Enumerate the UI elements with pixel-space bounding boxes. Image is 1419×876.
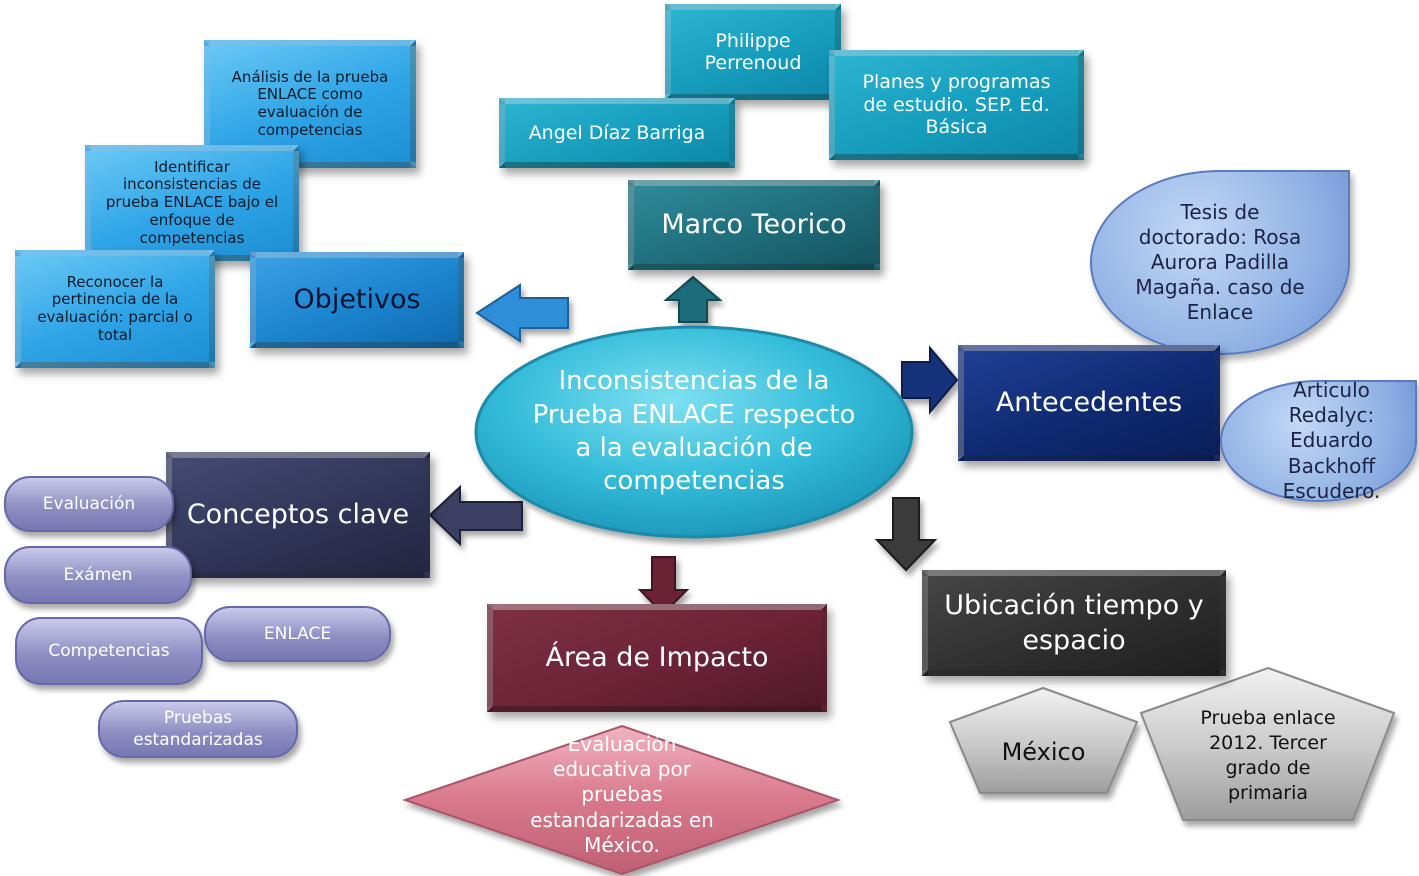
objetivo-reconocer: Reconocer la pertinencia de la evaluació… <box>15 250 215 368</box>
impacto-diamond <box>401 724 842 876</box>
arrow-to-antecedentes <box>901 345 959 415</box>
concepto-evaluacion: Evaluación <box>4 476 174 532</box>
center-topic: Inconsistencias de la Prueba ENLACE resp… <box>532 366 856 497</box>
impacto-node: Área de Impacto <box>487 604 827 712</box>
marco-diaz-barriga: Angel Díaz Barriga <box>499 98 735 168</box>
concepto-enlace: ENLACE <box>204 606 391 662</box>
arrow-to-impacto <box>637 556 690 616</box>
arrow-to-marco <box>663 275 723 323</box>
objetivos-node: Objetivos <box>250 252 464 348</box>
concepto-pruebas: Pruebas estandarizadas <box>98 700 298 758</box>
prueba-pentagon <box>1139 666 1396 821</box>
marco-planes: Planes y programas de estudio. SEP. Ed. … <box>829 50 1084 160</box>
antecedentes-node: Antecedentes <box>958 345 1220 461</box>
conceptos-node: Conceptos clave <box>166 452 430 578</box>
impacto-text: Evaluación educativa por pruebas estanda… <box>530 732 714 857</box>
marco-node: Marco Teorico <box>628 180 880 270</box>
center-ellipse <box>474 325 914 539</box>
arrow-to-conceptos <box>428 484 523 547</box>
ubicacion-node: Ubicación tiempo y espacio <box>922 570 1226 676</box>
antecedente-tesis: Tesis de doctorado: Rosa Aurora Padilla … <box>1090 170 1350 355</box>
concepto-competencias: Competencias <box>15 617 203 685</box>
objetivo-identificar: Identificar inconsistencias de prueba EN… <box>85 145 299 261</box>
ubicacion-prueba: Prueba enlace 2012. Tercer grado de prim… <box>1200 706 1336 805</box>
mexico-pentagon <box>948 686 1139 794</box>
marco-perrenoud: Philippe Perrenoud <box>665 4 841 100</box>
ubicacion-mexico: México <box>1001 737 1086 766</box>
concepto-examen: Exámen <box>4 546 192 604</box>
antecedente-articulo: Articulo Redalyc: Eduardo Backhoff Escud… <box>1220 378 1417 503</box>
arrow-to-ubicacion <box>874 497 938 572</box>
arrow-to-objetivos <box>475 283 569 343</box>
